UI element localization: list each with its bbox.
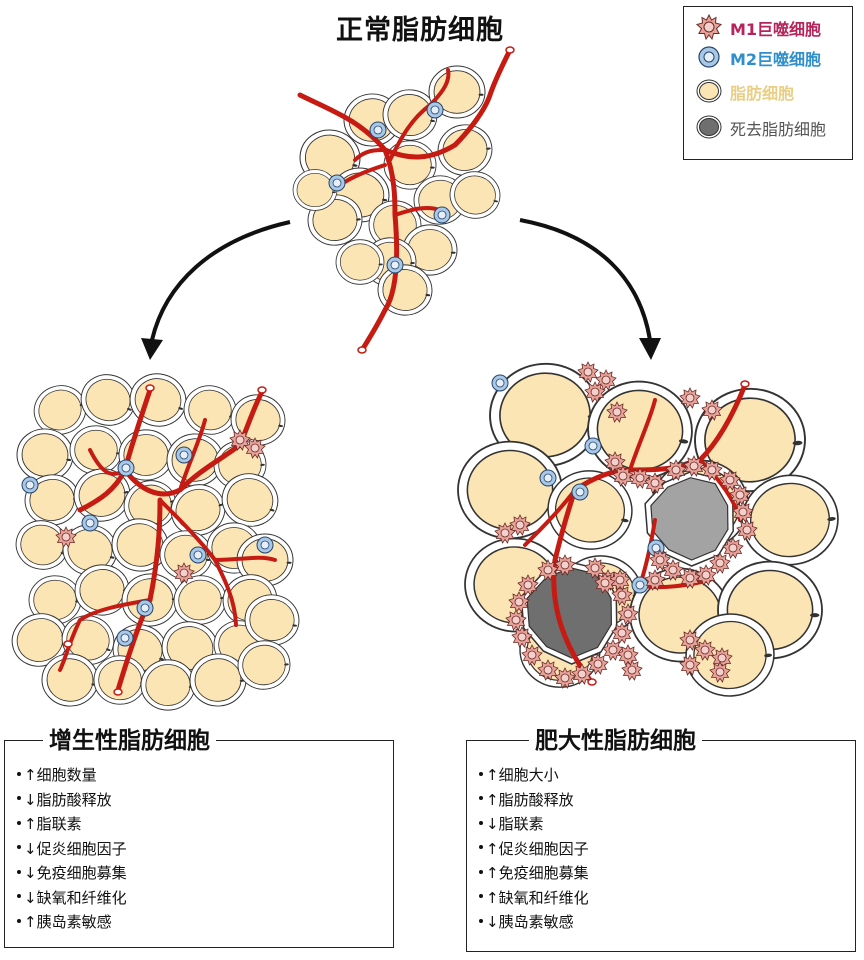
- vessel-end: [257, 386, 267, 394]
- m2-macrophage-icon: [328, 174, 346, 192]
- m2-macrophage-icon: [698, 46, 720, 68]
- hypertrophic-panel: 肥大性脂肪细胞 ↑细胞大小 ↑脂肪酸释放 ↓脂联素 ↑促炎细胞因子 ↑免疫细胞募…: [466, 721, 856, 952]
- list-item: ↓促炎细胞因子: [17, 837, 127, 862]
- adipocyte-icon: [15, 427, 75, 484]
- blood-vessel: [58, 598, 152, 672]
- list-item: ↑胰岛素敏感: [17, 910, 127, 935]
- list-item: ↑免疫细胞募集: [479, 861, 589, 886]
- blood-vessel: [551, 382, 748, 683]
- dead-adipocyte-core: [650, 477, 729, 561]
- adipocyte-icon: [125, 368, 192, 432]
- legend-item-adipocyte: 脂肪细胞: [684, 75, 852, 105]
- list-item: ↑细胞大小: [479, 763, 589, 788]
- vessel-end: [505, 46, 515, 54]
- list-item: ↓免疫细胞募集: [17, 861, 127, 886]
- blood-vessel: [382, 47, 513, 160]
- m2-macrophage-icon: [369, 121, 387, 139]
- m2-macrophage-icon: [386, 256, 404, 274]
- page-title: 正常脂肪细胞: [336, 15, 504, 46]
- bullet-icon: [17, 869, 21, 874]
- legend-item-m2: M2巨噬细胞: [684, 41, 852, 71]
- bullet-icon: [479, 771, 483, 776]
- bullet-icon: [17, 845, 21, 849]
- m2-macrophage-icon: [136, 599, 154, 617]
- bullet-icon: [479, 894, 483, 898]
- normal-adipose-cluster: [293, 46, 515, 354]
- list-item: ↑促炎细胞因子: [479, 837, 589, 862]
- hyperplastic-panel: 增生性脂肪细胞 ↑细胞数量 ↓脂肪酸释放 ↑脂联素 ↓促炎细胞因子 ↓免疫细胞募…: [4, 721, 394, 948]
- adipocyte-icon: [170, 571, 231, 629]
- list-item: ↓胰岛素敏感: [479, 910, 589, 935]
- vessel-end: [145, 384, 155, 392]
- adipocyte-icon: [293, 170, 337, 211]
- dead-adipocyte-icon: [696, 115, 722, 139]
- m1-macrophage-icon: [695, 14, 723, 40]
- hyperplastic-adipose-cluster: [5, 368, 302, 711]
- hypertrophic-list: ↑细胞大小 ↑脂肪酸释放 ↓脂联素 ↑促炎细胞因子 ↑免疫细胞募集 ↑缺氧和纤维…: [479, 763, 589, 935]
- m2-macrophage-icon: [175, 446, 193, 464]
- bullet-icon: [17, 918, 21, 923]
- bullet-icon: [17, 771, 21, 776]
- list-item: ↓脂联素: [479, 812, 589, 837]
- hypertrophic-title: 肥大性脂肪细胞: [529, 721, 702, 755]
- blood-vessel: [213, 555, 277, 562]
- m2-macrophage-icon: [631, 576, 649, 594]
- blood-vessel: [122, 389, 265, 497]
- m2-macrophage-icon: [21, 476, 39, 494]
- adipocyte-icon: [69, 425, 123, 475]
- adipocyte-icon: [696, 79, 722, 103]
- legend: M1巨噬细胞 M2巨噬细胞 脂肪细胞 死去脂肪细胞: [683, 6, 853, 160]
- vessel-end: [63, 640, 73, 648]
- m2-macrophage-icon: [433, 206, 451, 224]
- hyperplastic-title: 增生性脂肪细胞: [43, 721, 216, 755]
- arrow-to-hyperplastic: [150, 220, 291, 341]
- hyperplastic-list: ↑细胞数量 ↓脂肪酸释放 ↑脂联素 ↓促炎细胞因子 ↓免疫细胞募集 ↓缺氧和纤维…: [17, 763, 127, 935]
- bullet-icon: [17, 820, 21, 825]
- arrow-head-right: [639, 338, 661, 360]
- legend-item-dead-adipocyte: 死去脂肪细胞: [684, 111, 852, 141]
- m2-macrophage-icon: [426, 101, 444, 119]
- adipocyte-icon: [336, 240, 384, 285]
- bullet-icon: [479, 820, 483, 825]
- m2-macrophage-icon: [81, 514, 99, 532]
- legend-item-m1: M1巨噬细胞: [684, 11, 852, 41]
- vessel-end: [587, 678, 597, 686]
- bullet-icon: [479, 796, 483, 800]
- m2-macrophage-icon: [539, 469, 557, 487]
- m2-macrophage-icon: [117, 459, 135, 477]
- blood-vessel: [178, 418, 207, 492]
- blood-vessel: [523, 488, 577, 547]
- bullet-icon: [17, 796, 21, 800]
- blood-vessel: [353, 148, 387, 162]
- list-item: ↓缺氧和纤维化: [17, 886, 127, 911]
- vessel-end: [357, 346, 367, 354]
- list-item: ↑脂肪酸释放: [479, 788, 589, 813]
- m2-macrophage-icon: [584, 437, 602, 455]
- arrow-head-left: [141, 338, 163, 360]
- blood-vessel: [628, 398, 657, 472]
- bullet-icon: [479, 918, 483, 923]
- list-item: ↑细胞数量: [17, 763, 127, 788]
- m2-macrophage-icon: [189, 546, 207, 564]
- list-item: ↓脂肪酸释放: [17, 788, 127, 813]
- adipocyte-icon: [180, 381, 240, 438]
- list-item: ↑脂联素: [17, 812, 127, 837]
- m2-macrophage-icon: [571, 483, 589, 501]
- bullet-icon: [479, 869, 483, 874]
- m2-macrophage-icon: [116, 629, 134, 647]
- arrow-to-hypertrophic: [519, 218, 652, 341]
- vessel-end: [113, 688, 123, 696]
- m2-macrophage-icon: [491, 374, 509, 392]
- bullet-icon: [479, 845, 483, 849]
- bullet-icon: [17, 894, 21, 898]
- vessel-end: [740, 380, 750, 388]
- list-item: ↑缺氧和纤维化: [479, 886, 589, 911]
- m2-macrophage-icon: [256, 536, 274, 554]
